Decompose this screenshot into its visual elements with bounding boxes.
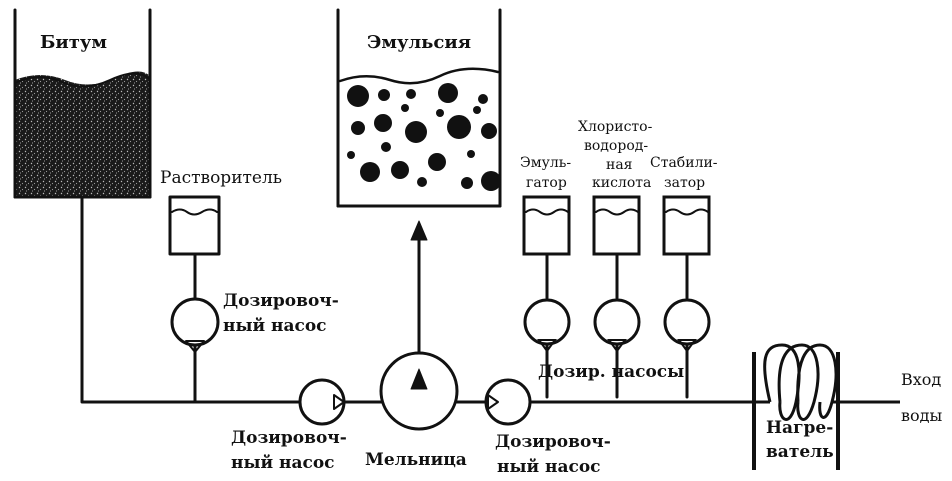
right-pump-label-2: ный насос	[497, 457, 601, 477]
emulsion-droplets	[347, 83, 501, 191]
emulsifier-label-2: гатор	[526, 175, 567, 191]
right-pump-label-1: Дозировоч-	[495, 432, 611, 452]
bitumen-tank	[13, 8, 152, 199]
acid-label-4: кислота	[592, 175, 652, 191]
acid-label-2: водород-	[584, 138, 649, 154]
mill	[379, 220, 488, 431]
emulsifier-tank	[522, 195, 571, 399]
acid-label-1: Хлористо-	[578, 119, 653, 135]
emulsion-tank	[336, 8, 502, 208]
solvent-label: Растворитель	[160, 168, 283, 188]
right-dosing-pump	[484, 378, 754, 426]
solvent-pump-label-1: Дозировоч-	[223, 291, 339, 311]
heater-label-1: Нагре-	[766, 418, 834, 438]
stabilizer-label-2: затор	[664, 175, 706, 191]
bitumen-pipe	[80, 195, 302, 404]
solvent-pump	[170, 297, 220, 404]
solvent-tank	[168, 195, 221, 300]
solvent-pump-label-2: ный насос	[223, 316, 327, 336]
stabilizer-tank	[662, 195, 711, 399]
acid-label-3: ная	[606, 157, 633, 173]
left-pump-label-2: ный насос	[231, 453, 335, 473]
emulsifier-label-1: Эмуль-	[520, 155, 572, 171]
dosing-pumps-label: Дозир. насосы	[538, 362, 685, 382]
acid-tank	[592, 195, 641, 399]
water-inlet-label-1: Вход	[901, 370, 942, 389]
left-pump-label-1: Дозировоч-	[231, 428, 347, 448]
emulsion-tank-label: Эмульсия	[367, 32, 471, 53]
heater-coil	[752, 343, 900, 470]
bitumen-tank-label: Битум	[40, 32, 108, 53]
stabilizer-label-1: Стабили-	[650, 155, 718, 171]
mill-label: Мельница	[365, 450, 467, 470]
heater-label-2: ватель	[766, 442, 834, 462]
left-dosing-pump	[298, 378, 384, 426]
water-inlet-label-2: воды	[901, 406, 943, 425]
